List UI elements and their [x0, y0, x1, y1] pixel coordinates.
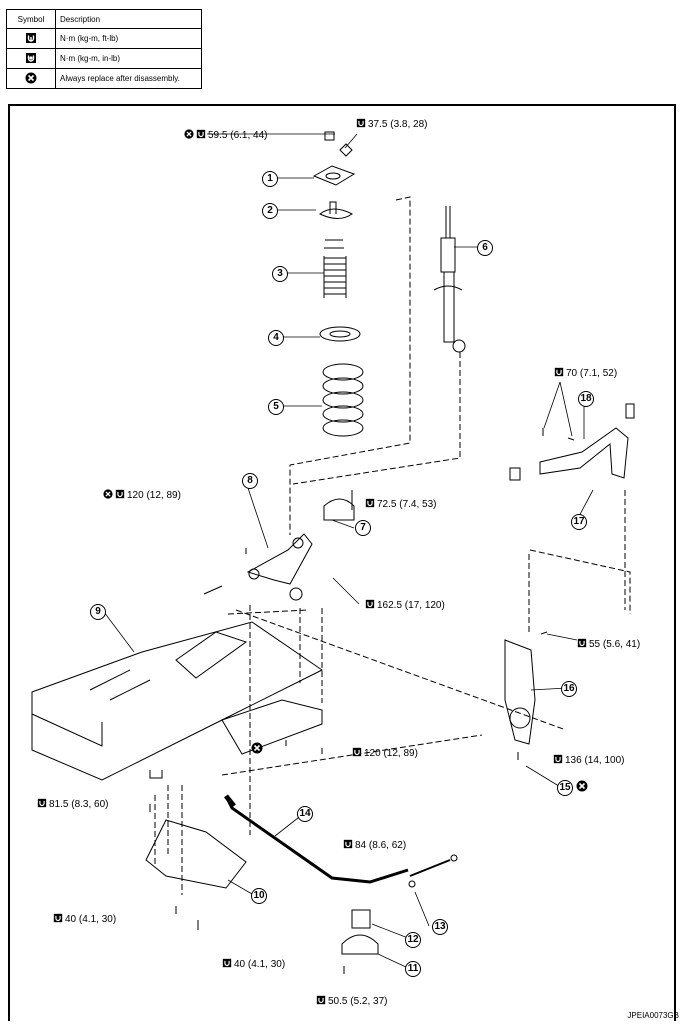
torque-icon [25, 32, 37, 46]
torque-icon [352, 747, 362, 757]
part-number-5: 5 [268, 399, 284, 415]
stabilizer-bushing [351, 909, 371, 929]
replace-icon [251, 742, 263, 754]
steering-knuckle [504, 639, 536, 745]
torque-callout: 37.5 (3.8, 28) [356, 118, 427, 131]
part-number-11: 11 [405, 961, 421, 977]
part-number-4: 4 [268, 330, 284, 346]
torque-value: 50.5 (5.2, 37) [328, 996, 388, 1007]
torque-callout: 55 (5.6, 41) [577, 638, 640, 651]
torque-callout: 84 (8.6, 62) [343, 839, 406, 852]
replace-callout [251, 742, 263, 757]
torque-value: 84 (8.6, 62) [355, 840, 407, 851]
torque-value: 162.5 (17, 120) [377, 600, 445, 611]
torque-icon [356, 118, 366, 128]
part-number-2: 2 [262, 203, 278, 219]
diagram-frame [8, 104, 676, 1021]
torque-icon [343, 839, 353, 849]
mounting-insulator [312, 165, 356, 186]
torque-icon [365, 599, 375, 609]
torque-icon [196, 129, 206, 139]
bumper-seat [319, 208, 353, 219]
torque-callout: 40 (4.1, 30) [53, 913, 116, 926]
part-number-13: 13 [432, 919, 448, 935]
legend-text: Always replace after disassembly. [55, 68, 202, 89]
torque-callout: 72.5 (7.4, 53) [365, 498, 436, 511]
legend-row: Always replace after disassembly. [6, 68, 202, 89]
torque-icon [53, 913, 63, 923]
suspension-member [31, 621, 323, 781]
torque-icon [316, 995, 326, 1005]
torque-callout: 59.5 (6.1, 44) [184, 129, 267, 142]
part-number-16: 16 [561, 681, 577, 697]
torque-icon [554, 367, 564, 377]
top-nut [324, 131, 335, 141]
torque-value: 70 (7.1, 52) [566, 368, 618, 379]
torque-inlb-icon [25, 52, 37, 66]
part-number-18: 18 [578, 391, 594, 407]
torque-value: 136 (14, 100) [565, 755, 625, 766]
connecting-rod [409, 859, 451, 877]
legend-row: N·m (kg-m, ft-lb) [6, 28, 202, 49]
gusset [145, 819, 247, 889]
torque-value: 120 (12, 89) [364, 748, 418, 759]
part-number-17: 17 [571, 514, 587, 530]
torque-callout: 81.5 (8.3, 60) [37, 798, 108, 811]
part-number-8: 8 [242, 473, 258, 489]
torque-callout: 120 (12, 89) [352, 747, 418, 760]
torque-icon [37, 798, 47, 808]
coil-spring [322, 363, 364, 437]
torque-callout: 136 (14, 100) [553, 754, 625, 767]
upper-link [539, 427, 629, 479]
torque-icon [577, 638, 587, 648]
torque-icon [222, 958, 232, 968]
part-number-15: 15 [557, 780, 573, 796]
torque-callout: 50.5 (5.2, 37) [316, 995, 387, 1008]
stabilizer-bracket [323, 498, 355, 521]
torque-callout: 70 (7.1, 52) [554, 367, 617, 380]
torque-value: 37.5 (3.8, 28) [368, 119, 428, 130]
torque-value: 72.5 (7.4, 53) [377, 499, 437, 510]
bolt-icons [149, 428, 575, 974]
replace-icon [103, 489, 113, 499]
part-number-7: 7 [355, 520, 371, 536]
torque-icon [365, 498, 375, 508]
part-number-6: 6 [477, 240, 493, 256]
torque-value: 55 (5.6, 41) [589, 639, 641, 650]
replace-icon [25, 72, 37, 86]
torque-callout: 162.5 (17, 120) [365, 599, 445, 612]
torque-icon [553, 754, 563, 764]
torque-callout: 120 (12, 89) [103, 489, 181, 502]
boot [324, 239, 344, 249]
part-number-12: 12 [405, 932, 421, 948]
shock-absorber [433, 206, 466, 353]
part-number-3: 3 [272, 266, 288, 282]
torque-value: 59.5 (6.1, 44) [208, 130, 268, 141]
part-number-1: 1 [262, 171, 278, 187]
rubber-seat [319, 326, 361, 342]
replace-callout [576, 780, 588, 795]
part-number-9: 9 [90, 604, 106, 620]
torque-value: 40 (4.1, 30) [65, 914, 117, 925]
figure-code: JPEIA0073GB [627, 1011, 679, 1020]
torque-value: 81.5 (8.3, 60) [49, 799, 109, 810]
stabilizer-clamp [341, 934, 379, 955]
replace-icon [576, 780, 588, 792]
torque-callout: 40 (4.1, 30) [222, 958, 285, 971]
torque-value: 120 (12, 89) [127, 490, 181, 501]
part-number-14: 14 [297, 806, 313, 822]
symbol-legend: Symbol Description N·m (kg-m, ft-lb) N·m… [6, 9, 202, 89]
transverse-link [246, 533, 313, 585]
torque-value: 40 (4.1, 30) [234, 959, 286, 970]
replace-icon [184, 129, 194, 139]
part-number-10: 10 [251, 888, 267, 904]
torque-icon [115, 489, 125, 499]
